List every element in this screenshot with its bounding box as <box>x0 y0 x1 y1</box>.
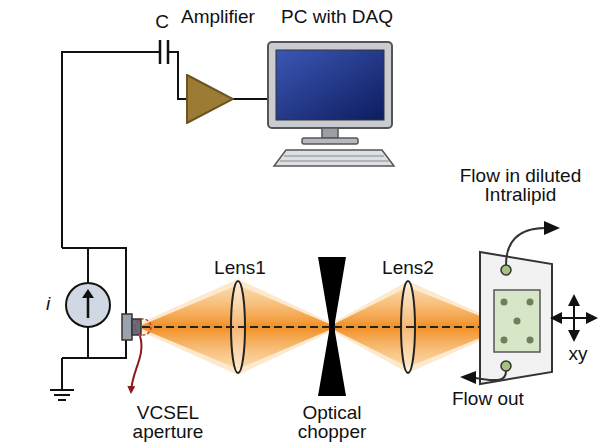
lens-label: Lens1 <box>208 258 272 277</box>
lens-label: Lens2 <box>376 258 440 277</box>
computer-icon: PC with DAQ <box>262 6 412 176</box>
axis-label: xy <box>563 344 593 363</box>
amplifier-symbol-shape <box>186 74 234 124</box>
capacitor-symbol <box>160 40 168 64</box>
node-label: Amplifier <box>170 6 266 28</box>
amplifier-symbol: Amplifier <box>170 6 266 128</box>
capacitor-label: C <box>150 12 174 31</box>
optical-axis <box>142 326 505 328</box>
vcsel-label: VCSEL aperture <box>118 403 218 441</box>
node-label: PC with DAQ <box>262 6 412 28</box>
current-label: i <box>40 294 56 313</box>
ground-symbol <box>50 390 74 400</box>
signal-wire <box>233 98 268 100</box>
chopper-label: Optical chopper <box>282 403 382 441</box>
xy-stage-arrows <box>552 296 596 340</box>
flow-cell <box>480 252 552 384</box>
flow-out-label: Flow out <box>452 389 552 408</box>
flow-in-label: Flow in diluted Intralipid <box>443 166 598 204</box>
vcsel-device <box>122 314 151 392</box>
flow-arrow <box>460 221 560 384</box>
computer-icon-shape <box>264 38 410 173</box>
current-source <box>66 283 110 327</box>
